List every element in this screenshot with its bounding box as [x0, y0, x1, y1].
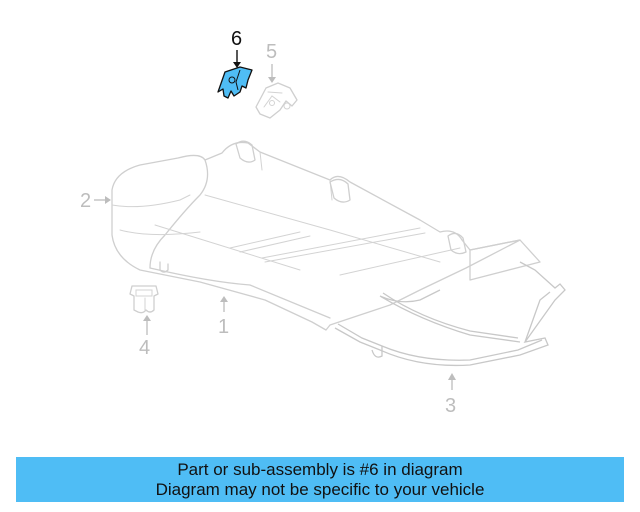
callout-2: 2	[80, 190, 91, 212]
callout-1-group: 1	[218, 296, 229, 338]
banner-line-2: Diagram may not be specific to your vehi…	[155, 480, 485, 499]
callout-5: 5	[266, 41, 277, 63]
banner-line-1: Part or sub-assembly is #6 in diagram	[177, 460, 463, 479]
seat-cushion-parts-diagram: 6 5	[80, 28, 566, 417]
callout-4: 4	[139, 337, 150, 359]
part-3-wire-frame[interactable]: 3	[334, 261, 566, 417]
callout-2-group: 2	[80, 190, 111, 212]
callout-1: 1	[218, 316, 229, 338]
part-5-bracket[interactable]: 5	[255, 41, 298, 119]
callout-6: 6	[231, 28, 242, 50]
part-6-highlighted-bracket[interactable]: 6	[217, 28, 253, 99]
part-4-clip[interactable]: 4	[129, 285, 159, 359]
part-1-seat-cushion[interactable]	[111, 140, 541, 331]
callout-3: 3	[445, 395, 456, 417]
part-info-banner: Part or sub-assembly is #6 in diagram Di…	[16, 457, 624, 502]
